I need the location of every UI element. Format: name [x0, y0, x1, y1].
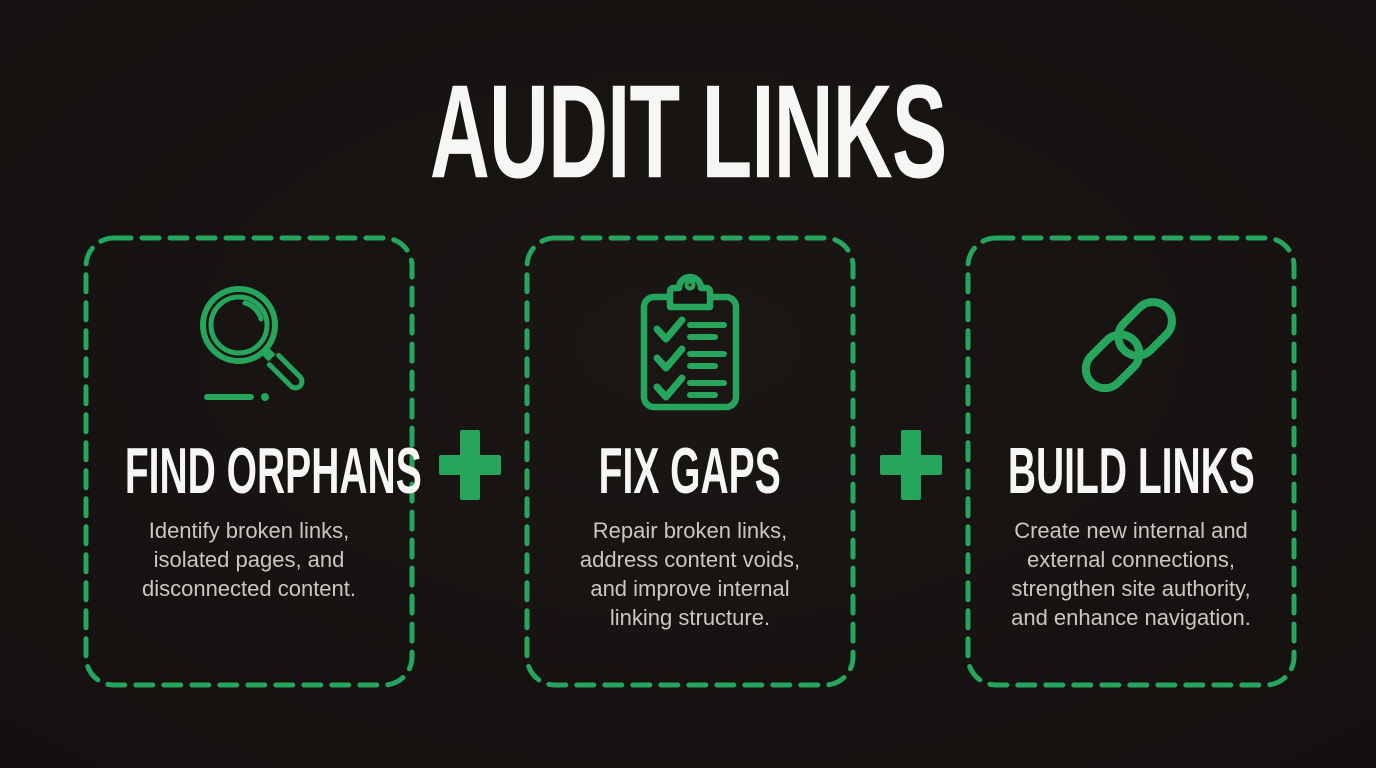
card-find-orphans: FIND ORPHANS Identify broken links, isol… — [83, 235, 422, 688]
plus-icon — [438, 430, 501, 500]
chain-link-icon — [1081, 298, 1176, 393]
card-icon-box — [83, 273, 415, 413]
card-description: Identify broken links, isolated pages, a… — [141, 518, 357, 601]
card-title: BUILD LINKS — [1007, 434, 1255, 508]
dashed-border — [83, 235, 415, 688]
card-description: Create new internal and external connect… — [1011, 518, 1251, 630]
separator-box — [856, 235, 965, 688]
page-title: AUDIT LINKS — [429, 57, 947, 207]
card-description: Repair broken links, address content voi… — [579, 518, 801, 630]
clipboard-checklist-icon — [640, 273, 740, 411]
card-icon-box — [965, 273, 1297, 413]
dashed-border — [524, 235, 856, 688]
card-build-links: BUILD LINKS Create new internal and exte… — [965, 235, 1297, 688]
magnifying-glass-icon — [200, 286, 305, 401]
card-fix-gaps: FIX GAPS Repair broken links, address co… — [524, 235, 856, 688]
plus-icon — [879, 430, 942, 500]
card-title: FIND ORPHANS — [124, 434, 422, 508]
card-title: FIX GAPS — [598, 434, 782, 508]
plus-horizontal-bar — [438, 455, 501, 475]
dashed-border — [965, 235, 1297, 688]
separator-box — [415, 235, 524, 688]
cards-row: FIND ORPHANS Identify broken links, isol… — [83, 235, 1297, 688]
card-icon-box — [524, 273, 856, 413]
plus-horizontal-bar — [879, 455, 942, 475]
page-title-wrap: AUDIT LINKS — [0, 66, 1376, 199]
